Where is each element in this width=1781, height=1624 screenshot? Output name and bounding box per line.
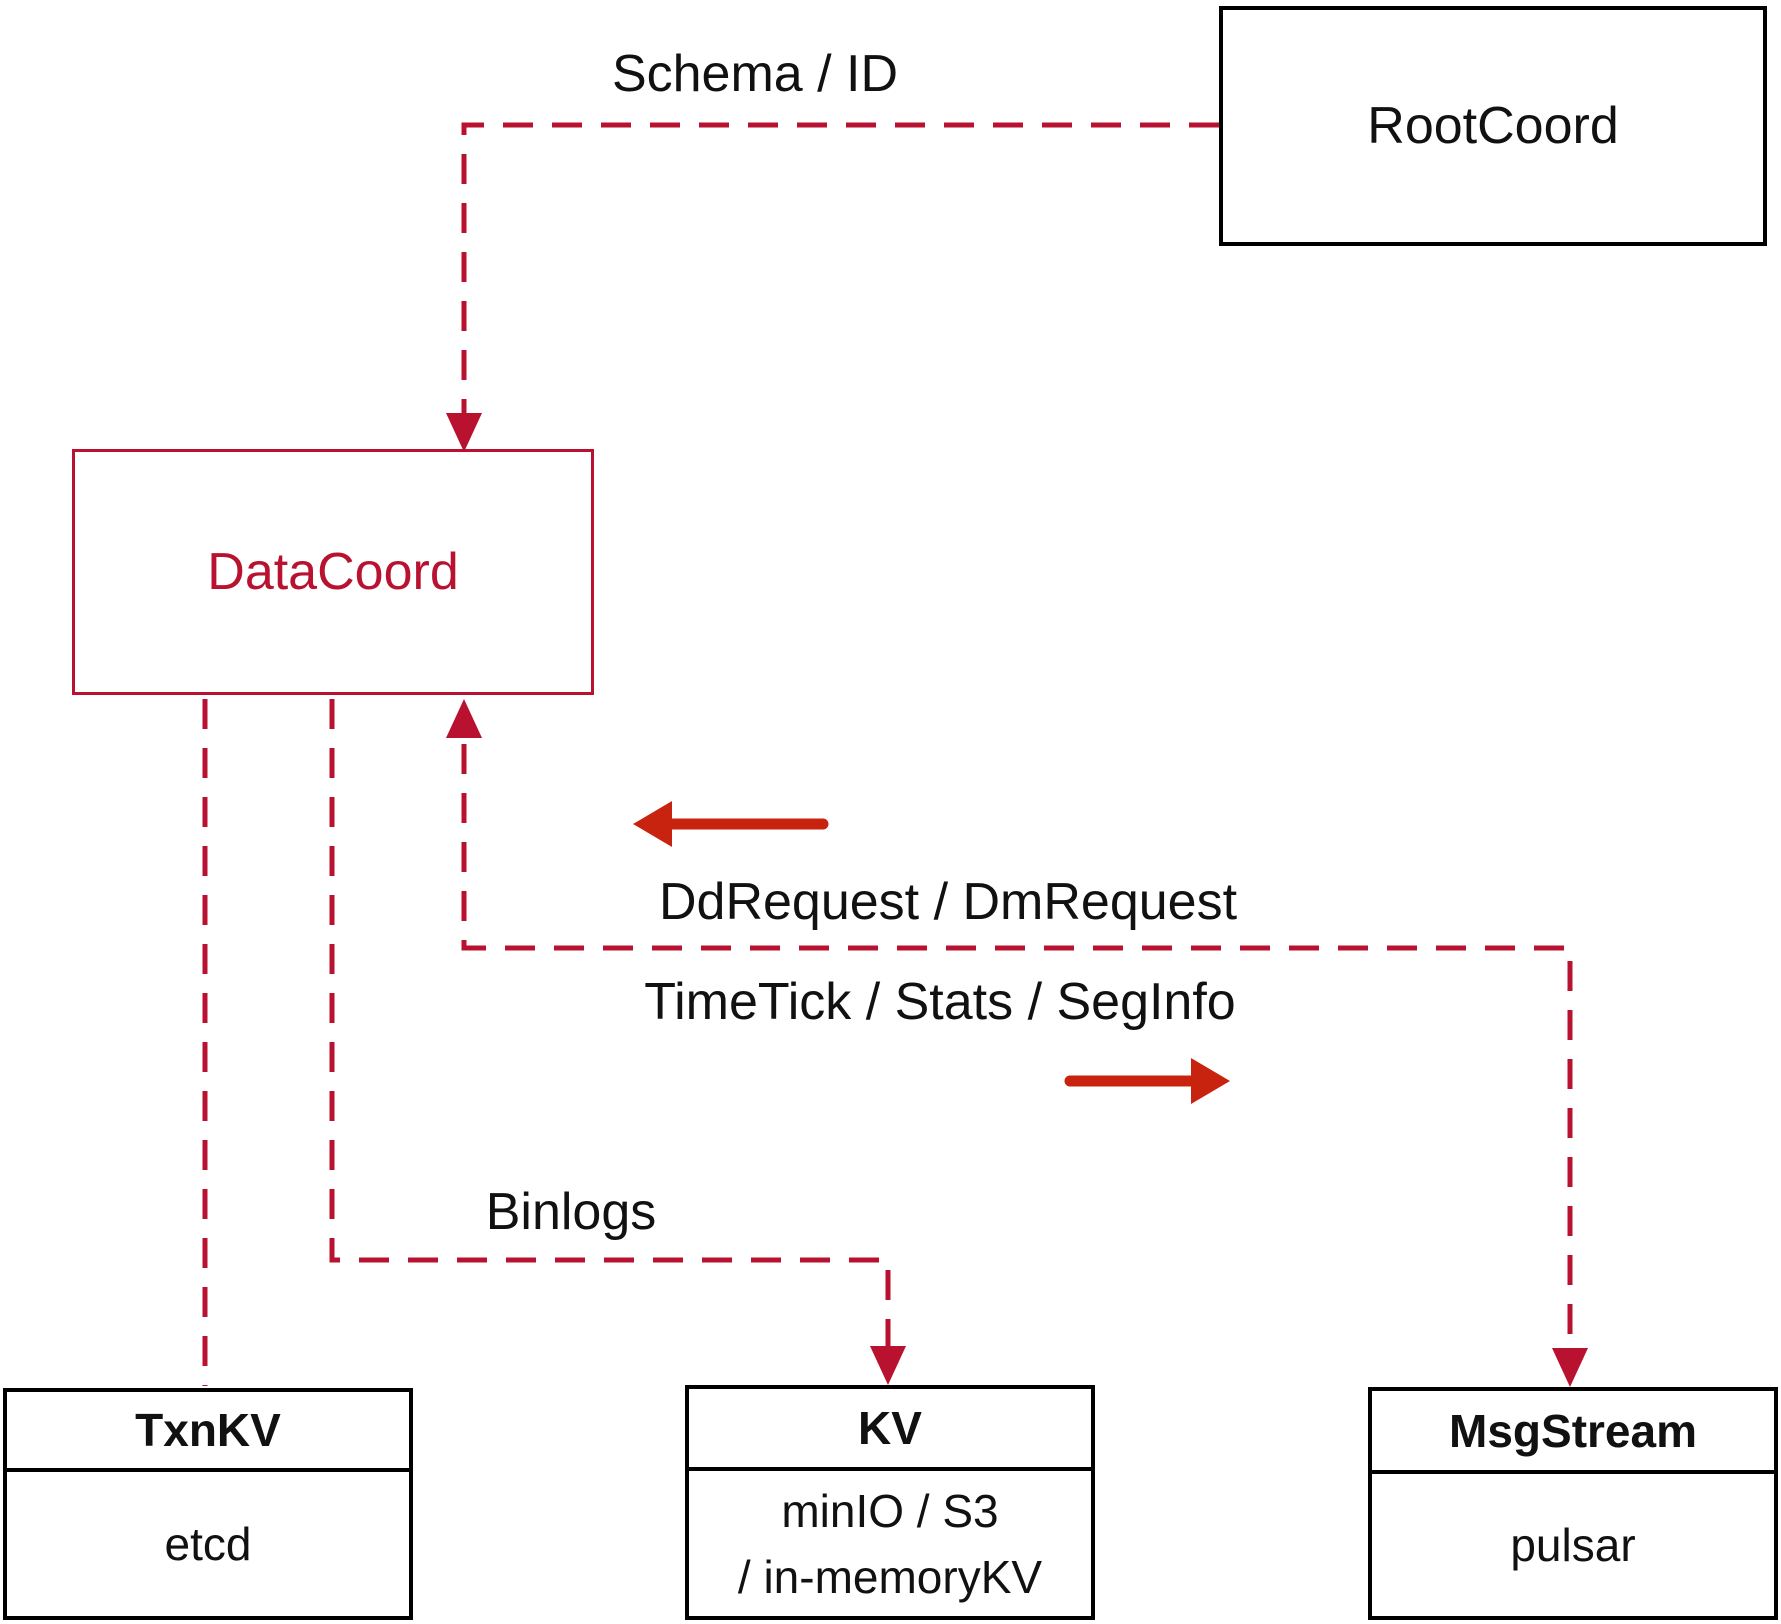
node-datacoord-label: DataCoord [207,543,459,601]
node-msgstream-title: MsgStream [1449,1404,1697,1457]
edge-label-ddrequest-dmrequest: DdRequest / DmRequest [658,873,1238,931]
node-datacoord: DataCoord [72,449,594,695]
node-txnkv-title: TxnKV [135,1404,281,1456]
node-txnkv-body: etcd [7,1472,409,1616]
node-kv-body-line-2: / in-memoryKV [737,1550,1043,1603]
node-txnkv: TxnKV etcd [3,1388,413,1620]
node-kv: KV minIO / S3 / in-memoryKV [685,1385,1095,1620]
node-kv-header: KV [689,1389,1091,1471]
flow-arrow-left-icon [633,801,672,847]
flow-arrow-right-icon [1191,1058,1230,1104]
arrowhead-down-into-msgstream-icon [1552,1348,1588,1387]
edge-rootcoord-to-datacoord [461,122,1219,435]
arrowhead-up-into-datacoord-icon [446,699,482,738]
edge-label-binlogs: Binlogs [485,1183,657,1241]
arrowhead-down-into-kv-icon [870,1346,906,1385]
arrowhead-down-into-datacoord-icon [446,413,482,452]
edge-datacoord-msgstream [461,744,1573,1370]
node-msgstream: MsgStream pulsar [1368,1387,1778,1620]
node-kv-title: KV [858,1402,922,1454]
node-rootcoord: RootCoord [1219,6,1767,246]
node-txnkv-body-text: etcd [164,1518,252,1570]
node-kv-body-line-1: minIO / S3 [781,1484,999,1537]
node-msgstream-body-text: pulsar [1510,1519,1636,1571]
edge-label-timetick-stats-seginfo: TimeTick / Stats / SegInfo [644,973,1236,1031]
node-txnkv-header: TxnKV [7,1392,409,1472]
edge-label-schema-id: Schema / ID [611,45,899,103]
node-rootcoord-label: RootCoord [1367,97,1619,155]
node-kv-body: minIO / S3 / in-memoryKV [689,1471,1091,1616]
edge-datacoord-to-kv [329,699,891,1368]
node-msgstream-header: MsgStream [1372,1391,1774,1474]
node-msgstream-body: pulsar [1372,1474,1774,1616]
